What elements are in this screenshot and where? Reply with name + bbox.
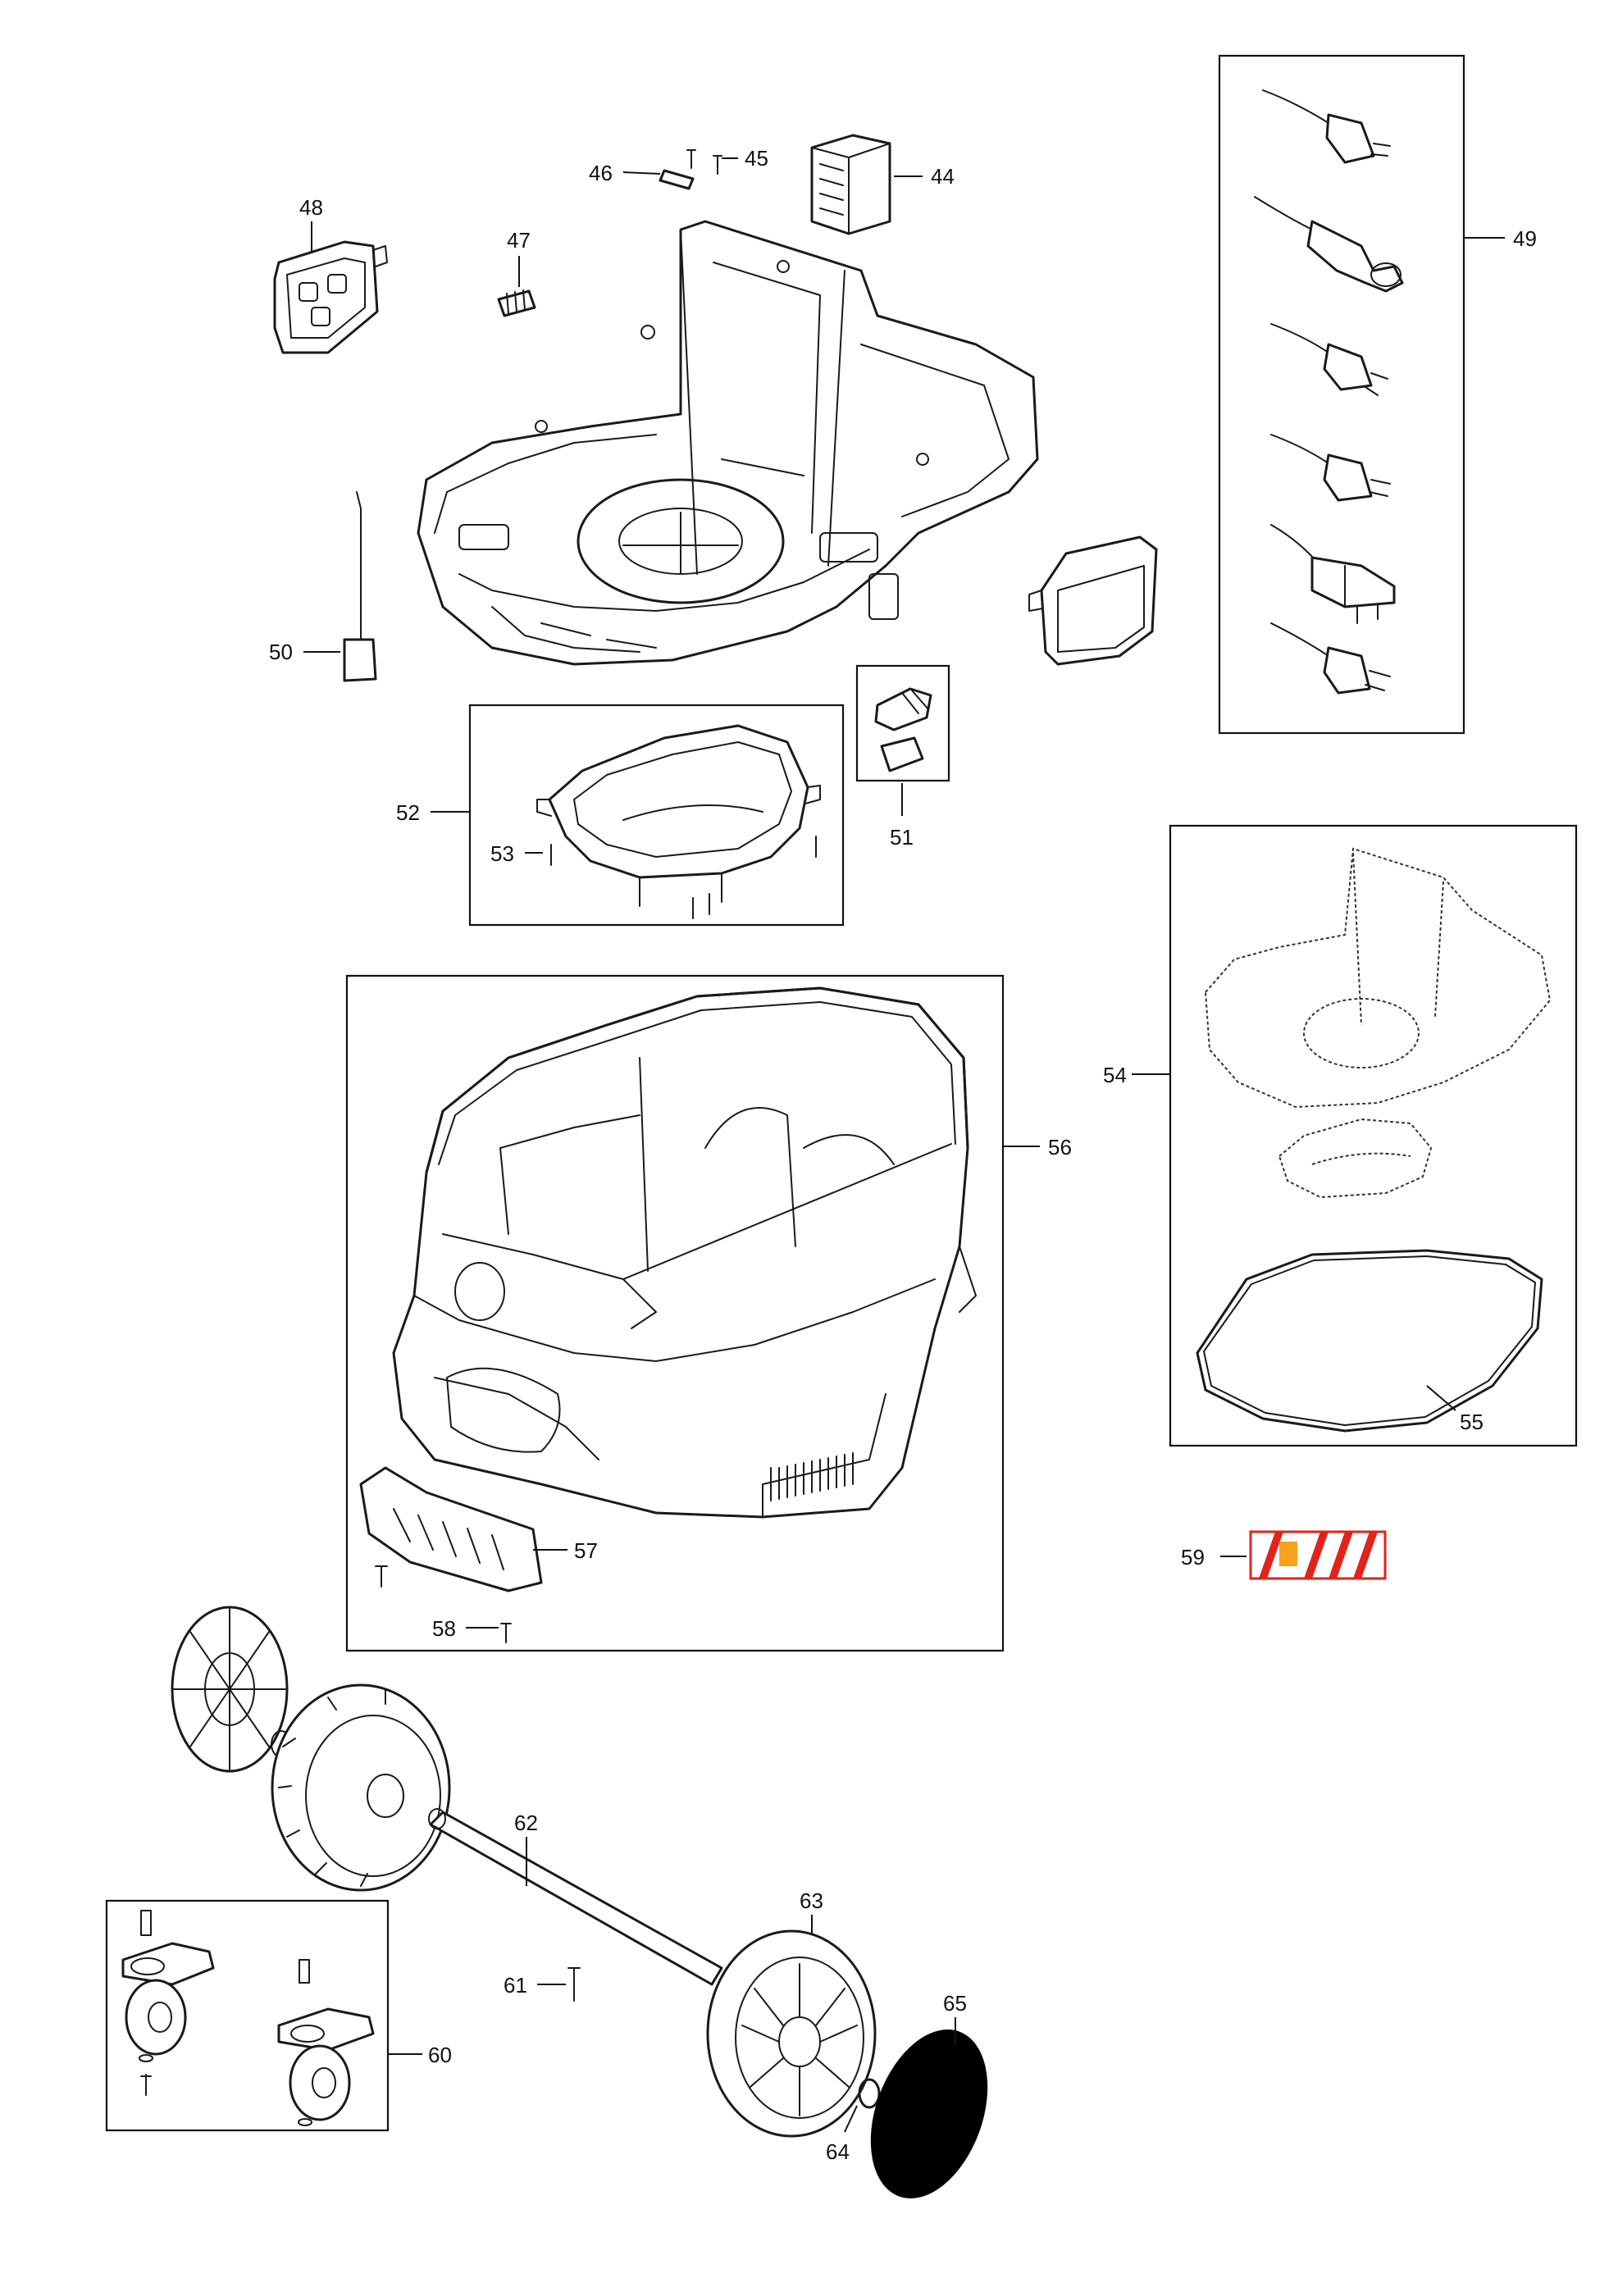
sensor-50: 50	[269, 491, 377, 682]
side-cover-part	[1028, 535, 1158, 666]
assembly-set-group-54: 54	[1103, 824, 1578, 1447]
label-62: 62	[514, 1811, 538, 1835]
wheel-cover-part	[171, 1606, 292, 1773]
castor-set-group-60: 60	[105, 1899, 452, 2132]
switch-cap-group-51: 51	[855, 664, 950, 850]
power-cords-group-49: 49	[1218, 54, 1537, 735]
label-61: 61	[504, 1973, 527, 1998]
rear-wheel-left	[271, 1683, 451, 1892]
screw-58: 58	[432, 1616, 512, 1643]
ring-64: 64	[826, 2078, 881, 2164]
label-51: 51	[890, 825, 914, 850]
filter-block-44: 44	[810, 134, 955, 235]
container-group-56: 56	[345, 974, 1072, 1652]
handle-grip-57: 57	[359, 1466, 598, 1592]
base-housing-illustration	[417, 220, 1039, 666]
label-58: 58	[432, 1616, 456, 1641]
bottom-tray-group-52: 52	[396, 704, 845, 927]
label-56: 56	[1048, 1135, 1072, 1159]
label-55: 55	[1460, 1410, 1484, 1434]
label-64: 64	[826, 2139, 850, 2164]
label-44: 44	[931, 164, 955, 189]
terminal-47: 47	[497, 228, 536, 317]
clip-46: 46	[589, 161, 695, 190]
label-45: 45	[745, 146, 768, 171]
label-59: 59	[1181, 1545, 1205, 1569]
label-47: 47	[507, 228, 531, 253]
label-46: 46	[589, 161, 613, 185]
label-53: 53	[490, 841, 514, 866]
label-49: 49	[1513, 226, 1537, 251]
label-52: 52	[396, 800, 420, 825]
axle-62: 62	[428, 1808, 723, 1986]
rear-wheel-63: 63	[706, 1888, 877, 2138]
gasket-55: 55	[1196, 1249, 1543, 1434]
label-60: 60	[428, 2043, 452, 2067]
screw-45: 45	[686, 146, 768, 175]
label-57: 57	[574, 1538, 598, 1563]
label-48: 48	[299, 195, 323, 220]
label-50: 50	[269, 640, 293, 664]
label-65: 65	[943, 1991, 967, 2016]
warning-label-59: 59	[1181, 1530, 1387, 1580]
label-54: 54	[1103, 1063, 1127, 1087]
hubcap-disc-65: 65	[870, 1991, 988, 2198]
bracket-48: 48	[273, 195, 388, 354]
screw-53: 53	[490, 841, 543, 866]
label-63: 63	[800, 1888, 823, 1913]
screw-61: 61	[504, 1967, 581, 2002]
